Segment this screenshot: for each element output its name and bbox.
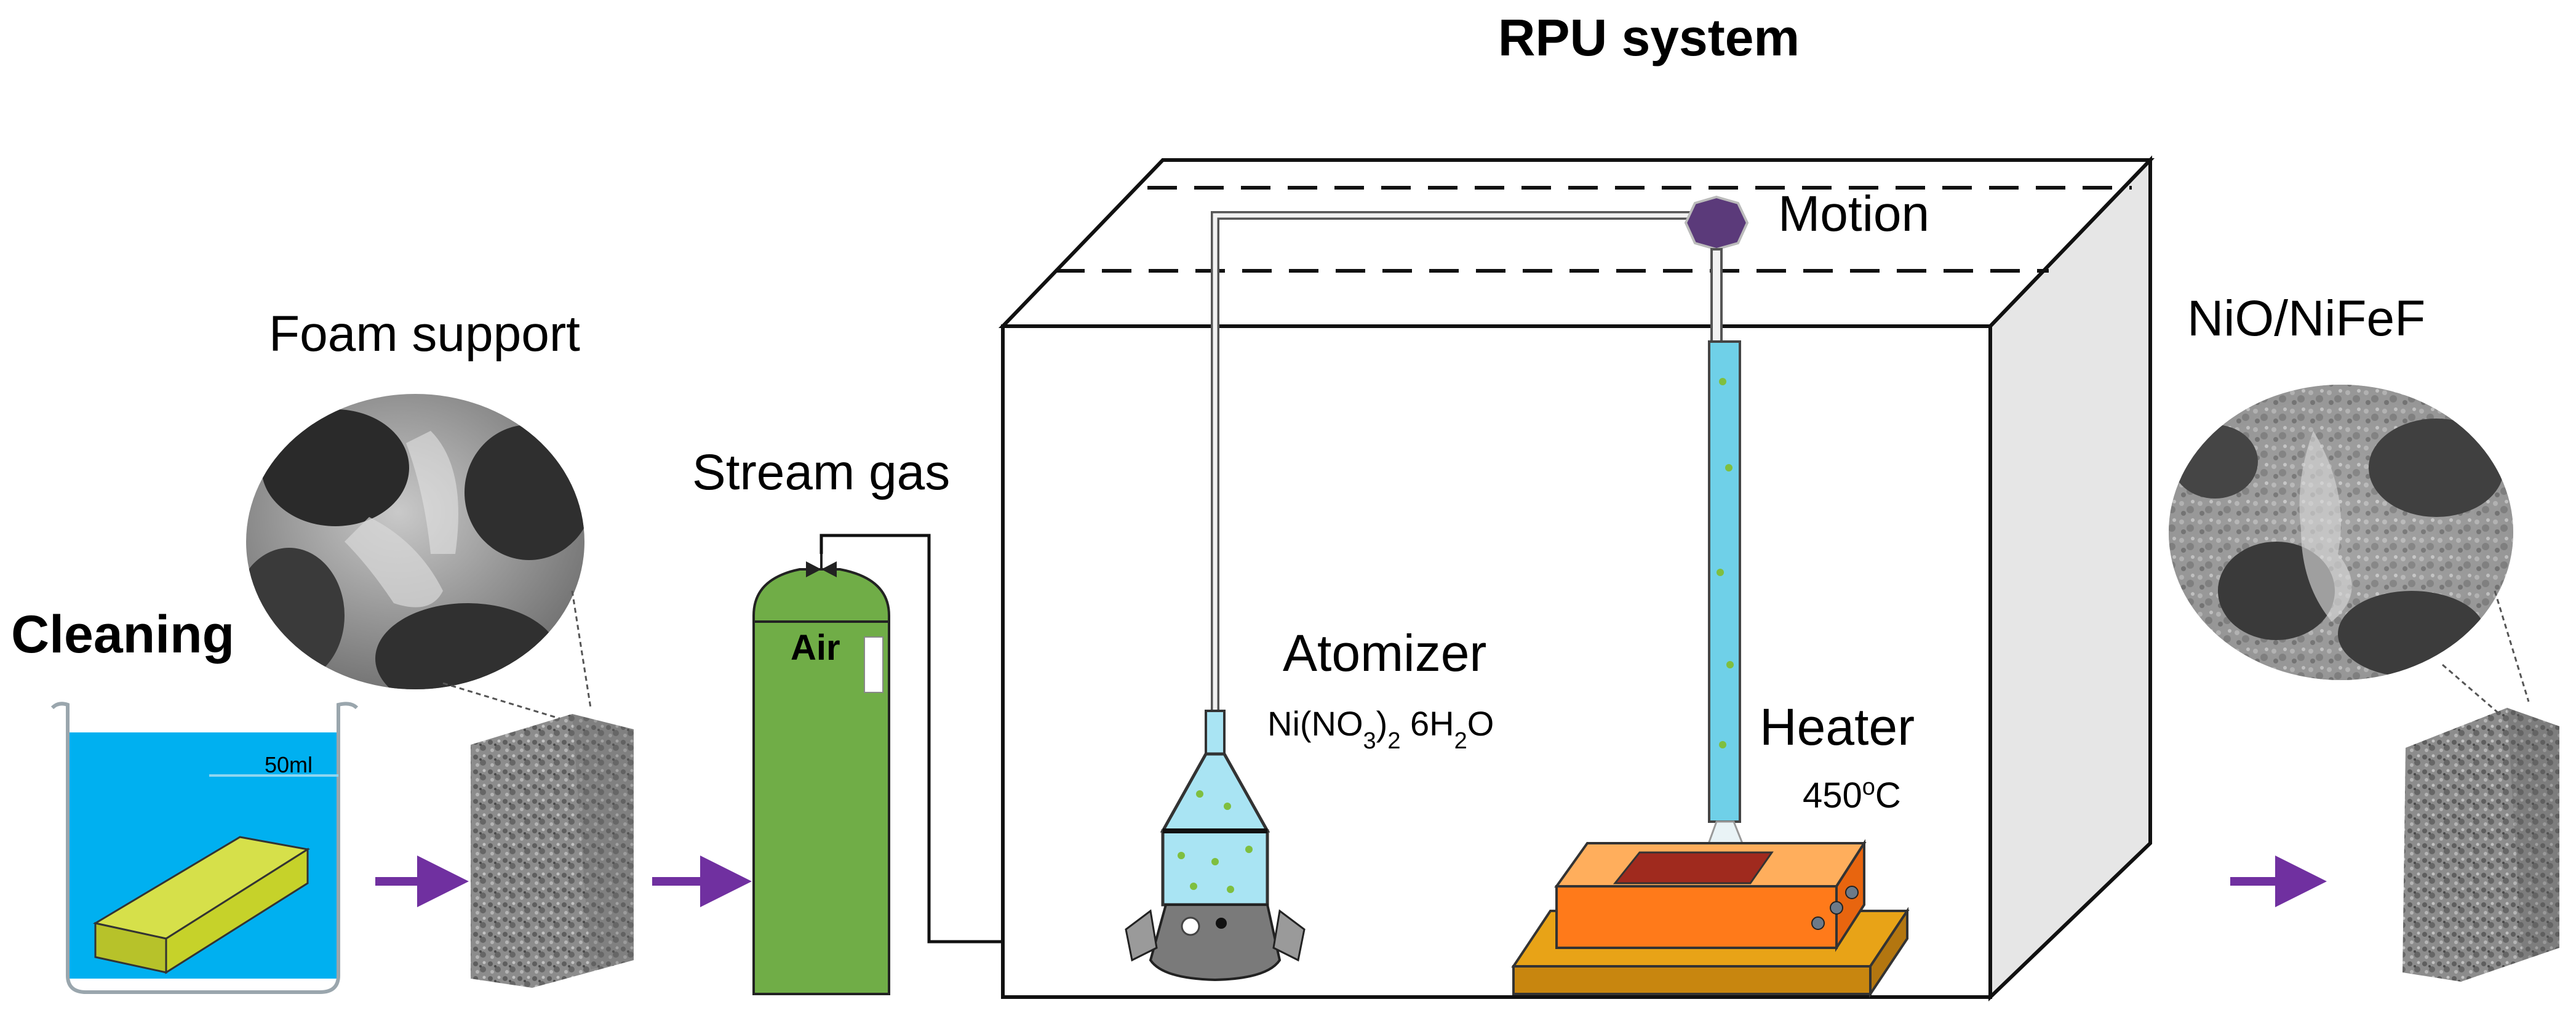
product-sem-image [2169, 385, 2513, 680]
temperature-label: 450oC [1803, 774, 1901, 816]
product-label: NiO/NiFeF [2187, 291, 2425, 347]
foam-block-coated [2403, 708, 2559, 982]
foam-block-raw [471, 714, 634, 988]
gas-cylinder: Air [752, 554, 890, 995]
beaker-volume-label: 50ml [265, 752, 313, 777]
atomizer-label: Atomizer [1283, 624, 1486, 682]
stream-gas-label: Stream gas [692, 444, 950, 500]
foam-support-label: Foam support [269, 306, 580, 362]
spray-nozzle [1697, 248, 1754, 868]
beaker: 50ml [50, 702, 359, 994]
motion-stage-icon [1684, 195, 1749, 251]
heater-label: Heater [1760, 698, 1915, 756]
cleaning-label: Cleaning [11, 605, 234, 664]
heater [1511, 839, 1910, 998]
motion-label: Motion [1778, 186, 1929, 242]
foam-sem-image [246, 394, 584, 689]
diagram-title: RPU system [1498, 9, 1800, 66]
precursor-label: Ni(NO3)2 6H2O [1267, 704, 1494, 754]
air-label: Air [791, 628, 840, 668]
transport-tube [1211, 211, 1717, 711]
atomizer [1125, 710, 1306, 982]
